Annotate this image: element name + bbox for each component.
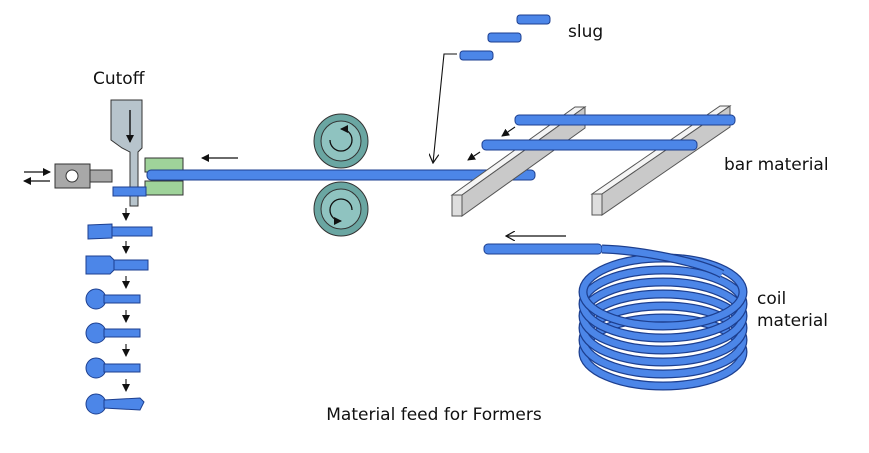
cutter-knife [110, 99, 143, 207]
cutoff-mechanism: Cutoff [23, 69, 184, 207]
slug-pieces [459, 14, 551, 61]
forming-stage-6 [85, 393, 145, 415]
coil-label-line2: material [757, 311, 828, 331]
coil-rings [578, 253, 748, 391]
forming-stage-5 [85, 357, 141, 379]
forming-stage-1 [87, 223, 153, 240]
rack-bar-front [481, 139, 698, 151]
coil-feed-strip [483, 243, 603, 255]
cut-slug [112, 186, 147, 197]
feed-bar [146, 169, 536, 181]
rack-bar-back [514, 114, 736, 126]
forming-stages [85, 208, 153, 415]
forming-stage-3 [85, 288, 141, 310]
rack-arrow-1 [501, 126, 516, 137]
stopper-pusher [54, 163, 113, 189]
slug-feed-arrow [433, 53, 457, 163]
forming-stage-4 [85, 322, 141, 344]
coil-label-line1: coil [757, 289, 786, 309]
cutoff-die [144, 157, 184, 196]
bar-material-label: bar material [724, 155, 829, 175]
feed-roller-bottom [313, 181, 369, 237]
feed-roller-top [313, 113, 369, 169]
slug-label: slug [568, 22, 603, 42]
diagram-caption: Material feed for Formers [326, 405, 542, 425]
roller-bottom-rotation-icon [329, 198, 353, 225]
roller-top-rotation-icon [329, 125, 353, 152]
forming-stage-2 [85, 255, 149, 275]
rack-arrow-2 [467, 151, 481, 161]
bar-material-rack: bar material [450, 105, 829, 217]
coil-material: coil material [483, 236, 828, 391]
cutoff-label: Cutoff [93, 69, 146, 89]
